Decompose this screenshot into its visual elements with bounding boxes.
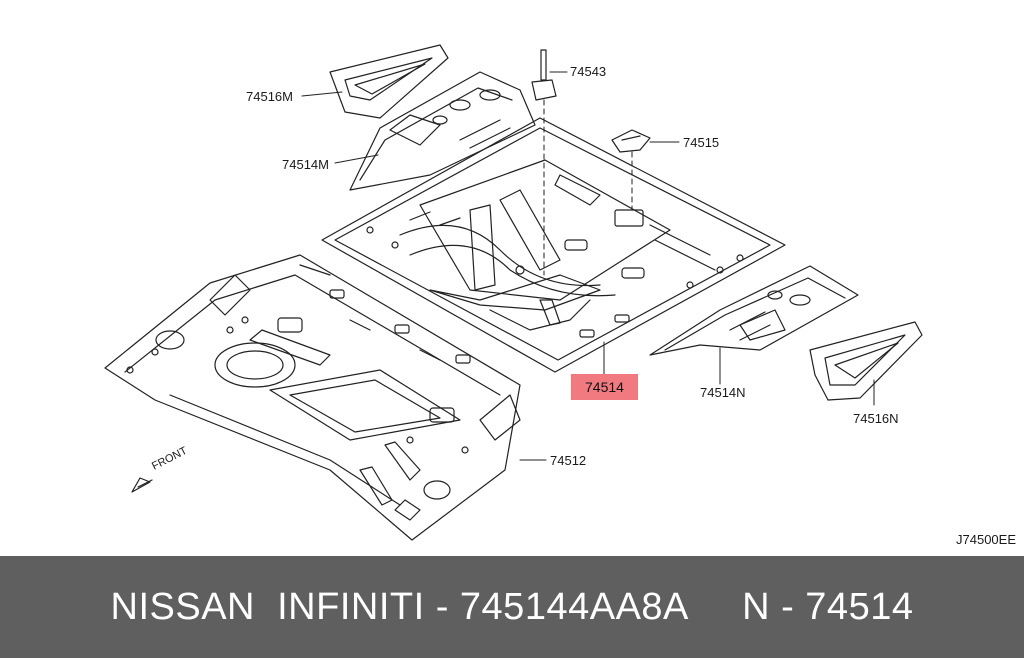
callout-74543: 74543 [570, 64, 607, 79]
rear-cross-member-74514m [349, 71, 536, 191]
bracket-74543 [531, 49, 557, 101]
front-floor-panel-74512 [104, 254, 521, 541]
footer-banner: NISSAN INFINITI - 745144AA8A N - 74514 [0, 556, 1024, 658]
rear-cross-member-74514n [649, 265, 859, 356]
callout-74515: 74515 [683, 135, 720, 150]
floor-panel-exploded-diagram [104, 44, 923, 541]
gusset-74516n [809, 321, 923, 401]
footer-part-number: NISSAN INFINITI - 745144AA8A N - 74514 [110, 585, 914, 628]
callout-74514-highlighted: 74514 [571, 374, 638, 400]
gusset-74516m [329, 44, 449, 119]
leader-lines [301, 71, 875, 461]
front-direction-arrow [131, 477, 153, 493]
bracket-74515 [611, 129, 651, 153]
callout-74516m: 74516M [246, 89, 293, 104]
callout-74516n: 74516N [853, 411, 899, 426]
callout-74514m: 74514M [282, 157, 329, 172]
callout-74512: 74512 [550, 453, 587, 468]
diagram-code: J74500EE [956, 532, 1016, 547]
rear-floor-panel-74514 [321, 117, 786, 373]
callout-74514n: 74514N [700, 385, 746, 400]
